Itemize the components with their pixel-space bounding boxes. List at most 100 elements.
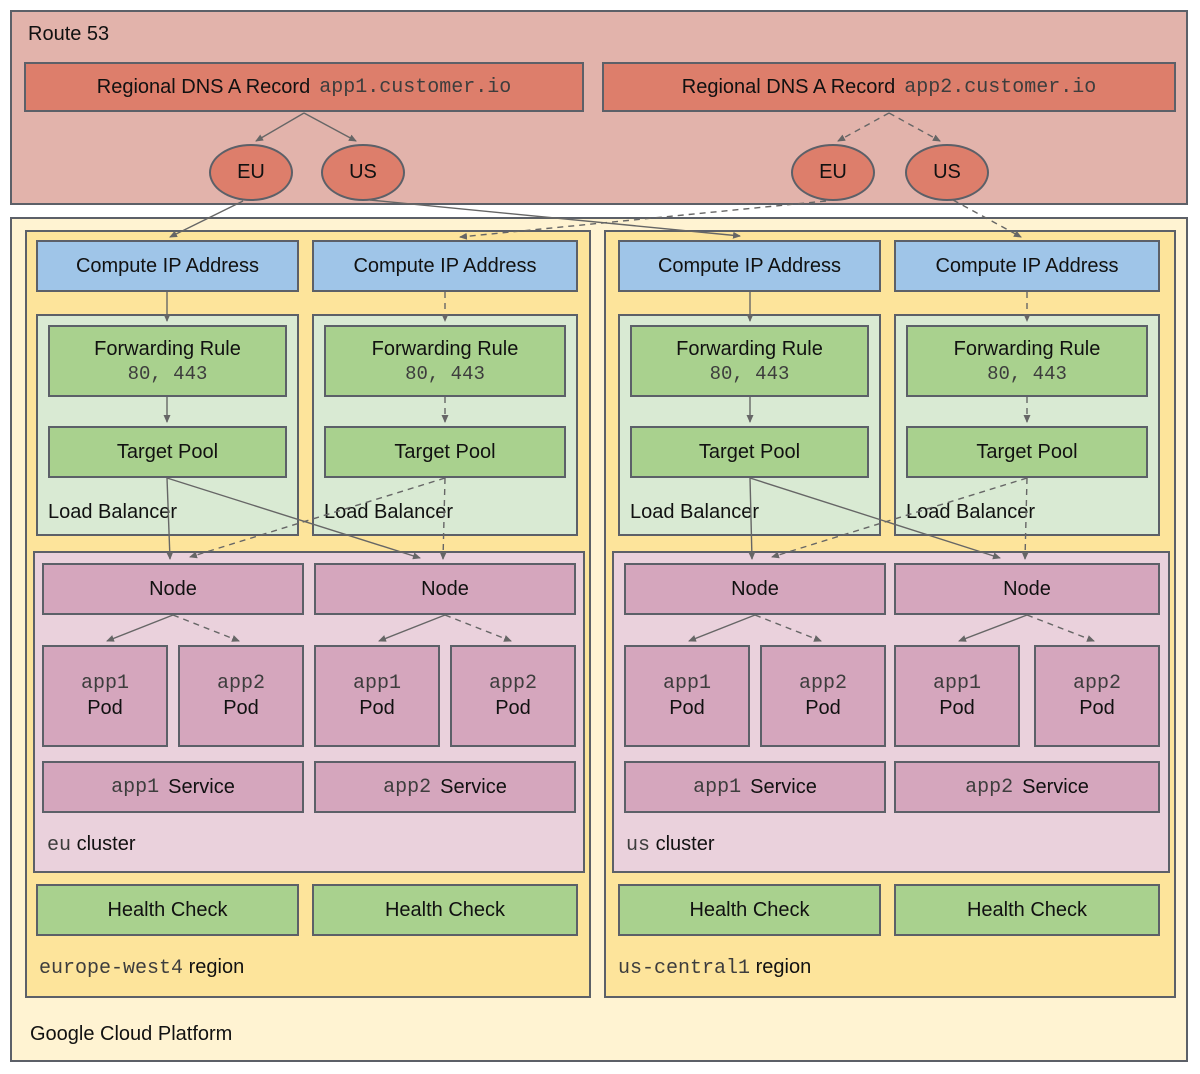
health-check-4: Health Check: [894, 884, 1160, 936]
service-app-name: app1: [693, 775, 742, 799]
health-check-2: Health Check: [312, 884, 578, 936]
forwarding-rule-label: Forwarding Rule: [953, 337, 1101, 360]
health-check-label: Health Check: [689, 898, 810, 921]
node-label: Node: [731, 577, 779, 600]
pod-app-name: app2: [798, 672, 847, 695]
target-pool-label: Target Pool: [698, 440, 801, 463]
dns-record-domain: app2.customer.io: [904, 75, 1097, 99]
load-balancer-label: Load Balancer: [324, 501, 453, 523]
dns-record-domain: app1.customer.io: [319, 75, 512, 99]
region-suffix: region: [188, 956, 245, 978]
forwarding-rule-1: Forwarding Rule 80, 443: [48, 325, 287, 397]
health-check-1: Health Check: [36, 884, 299, 936]
target-pool-1: Target Pool: [48, 426, 287, 478]
forwarding-rule-label: Forwarding Rule: [676, 337, 823, 360]
cluster-name: us: [626, 834, 651, 857]
compute-ip-label: Compute IP Address: [353, 254, 537, 277]
route53-title: Route 53: [28, 23, 110, 45]
node-label: Node: [149, 577, 197, 600]
forwarding-rule-ports: 80, 443: [127, 362, 208, 385]
region-label: europe-west4 region: [39, 956, 244, 980]
health-check-label: Health Check: [384, 898, 506, 921]
service-app1: app1 Service: [624, 761, 886, 813]
target-pool-label: Target Pool: [116, 440, 219, 463]
target-pool-label: Target Pool: [976, 440, 1078, 463]
node-1: Node: [42, 563, 304, 615]
compute-ip-1: Compute IP Address: [36, 240, 299, 292]
dns-record-app2: Regional DNS A Record app2.customer.io: [602, 62, 1176, 112]
compute-ip-2: Compute IP Address: [312, 240, 578, 292]
service-app-name: app2: [383, 775, 432, 799]
service-label: Service: [750, 775, 817, 798]
zone-eu-app2: EU: [791, 144, 875, 201]
load-balancer-label: Load Balancer: [630, 501, 759, 523]
region-label: us-central1 region: [618, 956, 811, 980]
zone-label: US: [349, 161, 377, 183]
region-name: europe-west4: [39, 957, 184, 980]
service-label: Service: [168, 775, 235, 798]
dns-record-app1: Regional DNS A Record app1.customer.io: [24, 62, 584, 112]
gcp-title: Google Cloud Platform: [30, 1023, 233, 1045]
pod-label: Pod: [495, 697, 531, 719]
pod-label: Pod: [939, 697, 975, 719]
service-app-name: app1: [111, 775, 160, 799]
target-pool-2: Target Pool: [324, 426, 566, 478]
pod-app-name: app1: [662, 672, 711, 695]
pod-app-name: app2: [488, 672, 537, 695]
cluster-suffix: cluster: [655, 833, 715, 855]
compute-ip-label: Compute IP Address: [935, 254, 1119, 277]
zone-us-app1: US: [321, 144, 405, 201]
pod-label: Pod: [805, 697, 841, 719]
compute-ip-3: Compute IP Address: [618, 240, 881, 292]
service-app1: app1 Service: [42, 761, 304, 813]
pod-label: Pod: [223, 697, 259, 719]
pod-label: Pod: [1079, 697, 1115, 719]
dns-record-label: Regional DNS A Record: [681, 75, 896, 98]
service-label: Service: [440, 775, 507, 798]
forwarding-rule-2: Forwarding Rule 80, 443: [324, 325, 566, 397]
service-label: Service: [1022, 775, 1089, 798]
compute-ip-label: Compute IP Address: [75, 254, 260, 277]
load-balancer-label: Load Balancer: [48, 501, 177, 523]
dns-record-label: Regional DNS A Record: [96, 75, 311, 98]
compute-ip-label: Compute IP Address: [657, 254, 842, 277]
zone-label: EU: [237, 161, 265, 183]
node-4: Node: [894, 563, 1160, 615]
target-pool-label: Target Pool: [394, 440, 496, 463]
target-pool-4: Target Pool: [906, 426, 1148, 478]
cluster-label: us cluster: [626, 833, 714, 857]
load-balancer-label: Load Balancer: [906, 501, 1035, 523]
forwarding-rule-label: Forwarding Rule: [94, 337, 241, 360]
forwarding-rule-ports: 80, 443: [405, 362, 485, 385]
pod-label: Pod: [669, 697, 705, 719]
node-2: Node: [314, 563, 576, 615]
pod-app-name: app1: [80, 672, 129, 695]
cluster-label: eu cluster: [47, 833, 135, 857]
compute-ip-4: Compute IP Address: [894, 240, 1160, 292]
health-check-label: Health Check: [966, 898, 1088, 921]
service-app-name: app2: [965, 775, 1014, 799]
service-app2: app2 Service: [314, 761, 576, 813]
pod-label: Pod: [359, 697, 395, 719]
forwarding-rule-ports: 80, 443: [709, 362, 790, 385]
target-pool-3: Target Pool: [630, 426, 869, 478]
cluster-suffix: cluster: [76, 833, 136, 855]
health-check-3: Health Check: [618, 884, 881, 936]
forwarding-rule-label: Forwarding Rule: [371, 337, 519, 360]
zone-us-app2: US: [905, 144, 989, 201]
pod-app-name: app2: [1072, 672, 1121, 695]
cluster-name: eu: [47, 834, 72, 857]
node-label: Node: [1003, 577, 1051, 600]
zone-label: US: [933, 161, 961, 183]
service-app2: app2 Service: [894, 761, 1160, 813]
pod-label: Pod: [87, 697, 123, 719]
